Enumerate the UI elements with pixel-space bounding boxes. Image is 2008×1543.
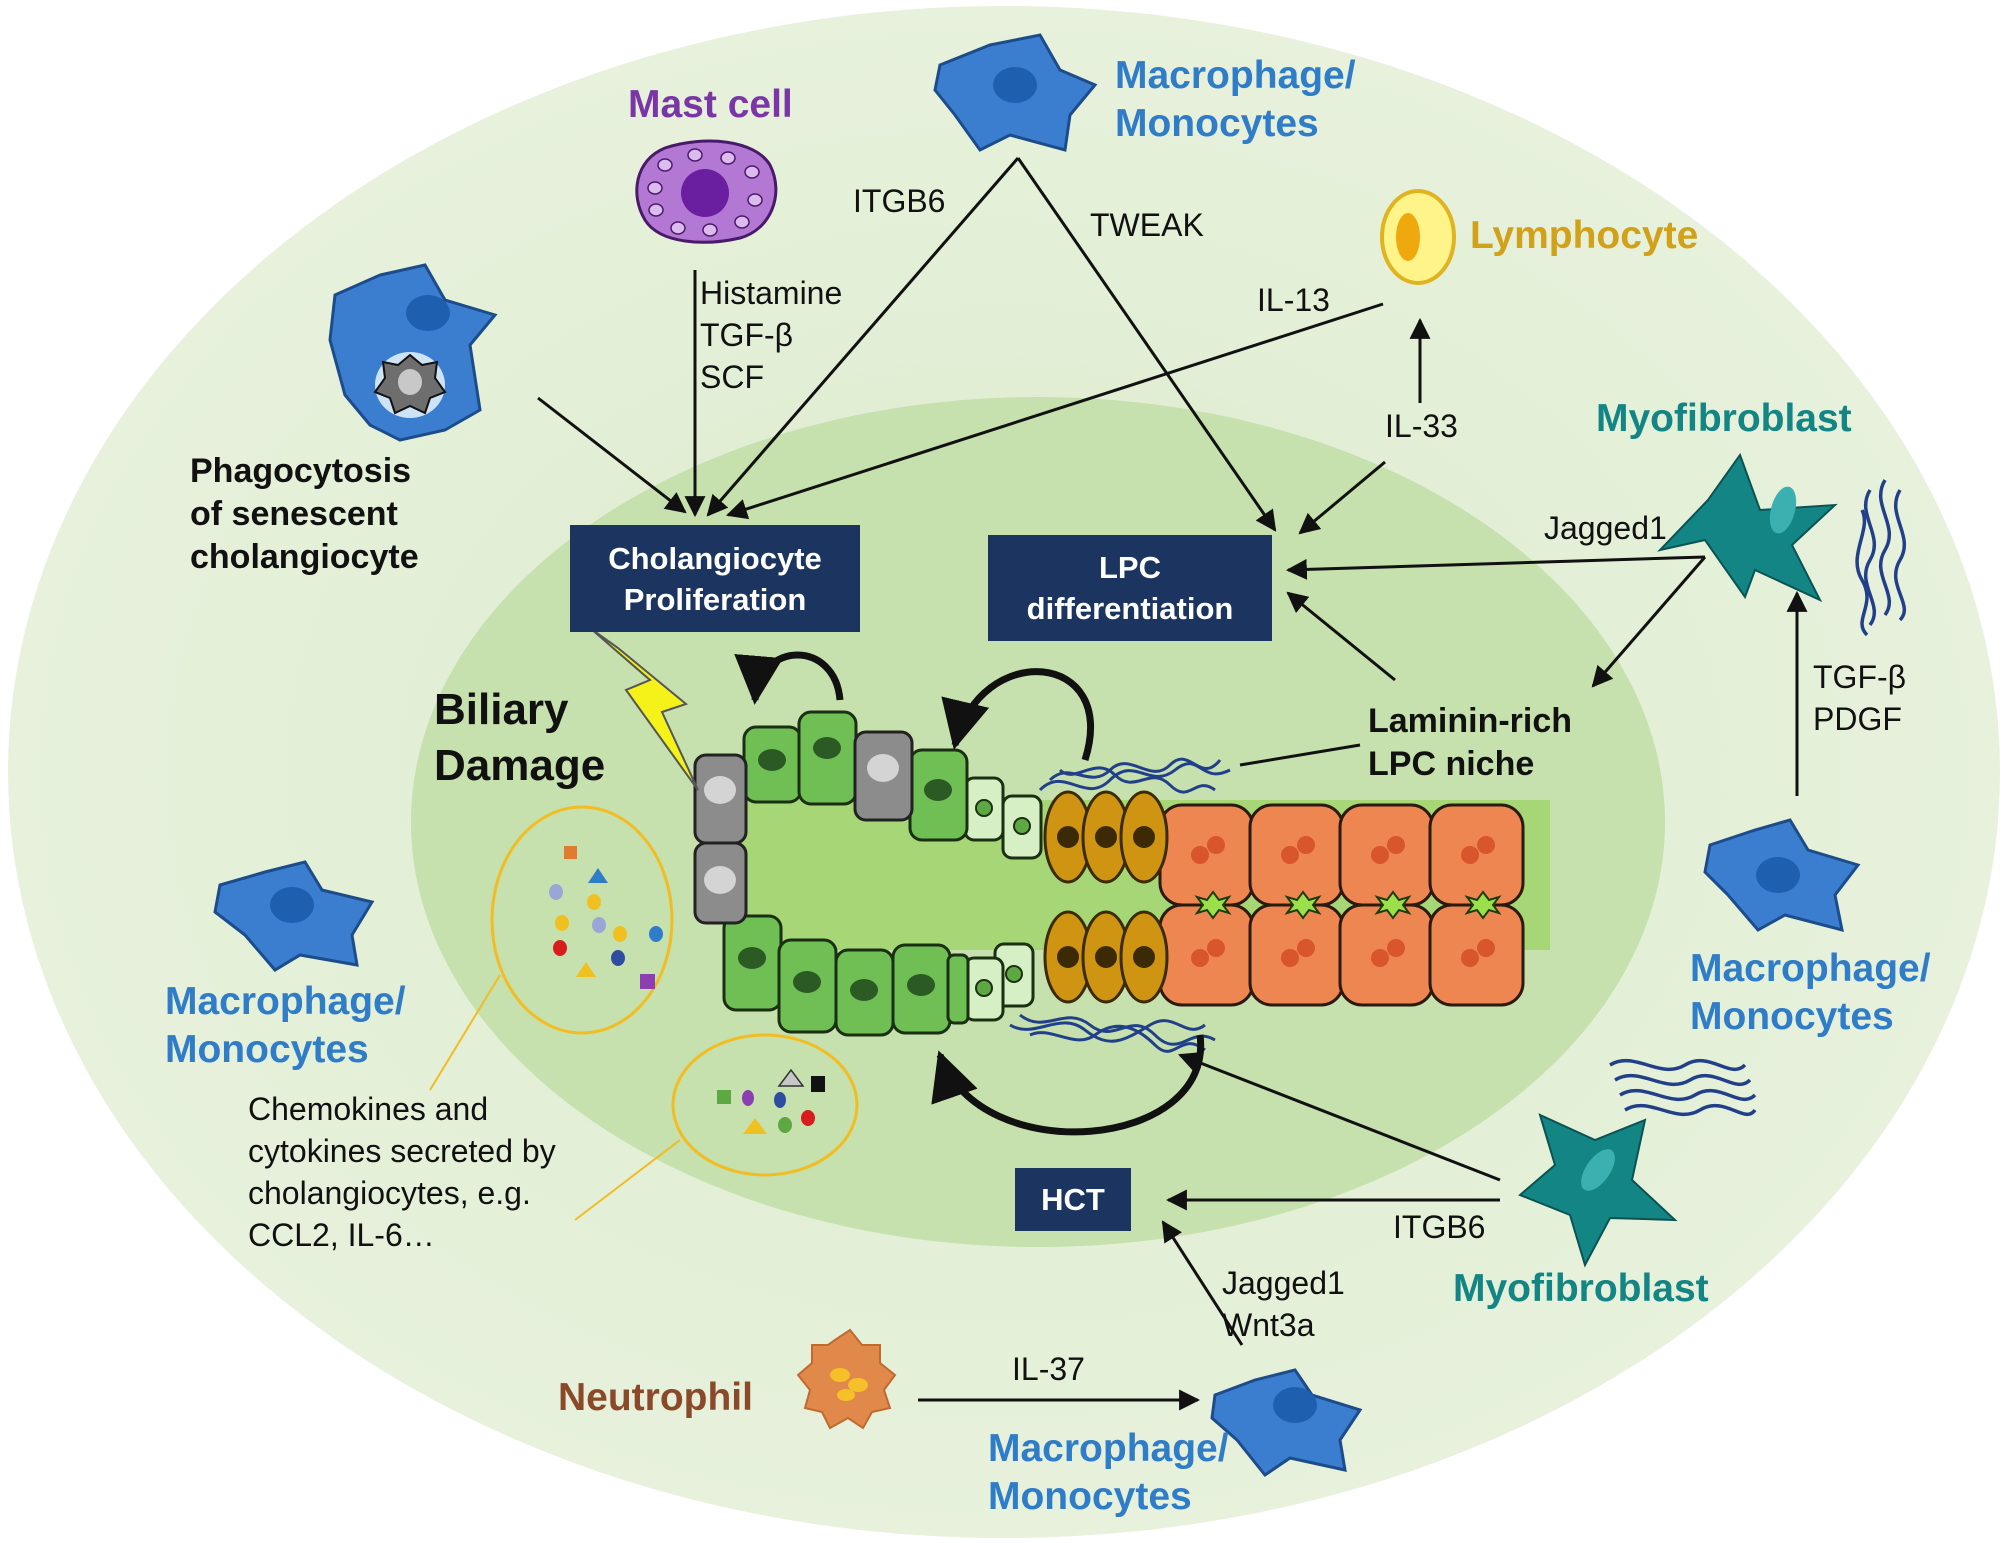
il33-label: IL-33 — [1385, 408, 1458, 444]
label-line: Macrophage/ — [165, 980, 406, 1023]
macrophage-right-label: Macrophage/ Monocytes — [1690, 945, 1931, 1041]
il37-label: IL-37 — [1012, 1351, 1085, 1387]
phagocytosis-label: Phagocytosis of senescent cholangiocyte — [190, 450, 419, 579]
itgb6-bottom-label: ITGB6 — [1393, 1209, 1486, 1245]
label-line: TGF-β — [700, 317, 794, 353]
label-line: LPC niche — [1368, 745, 1535, 783]
chemokine-leader-1 — [429, 974, 501, 1091]
label-line: Monocytes — [165, 1028, 369, 1071]
arrow-phagocytosis-to-proliferation — [537, 396, 687, 514]
hct-box: HCT — [1015, 1168, 1131, 1231]
myofibroblast-fibers-bottom — [1609, 1058, 1757, 1117]
macrophage-left-label: Macrophage/ Monocytes — [165, 978, 406, 1074]
label-line: CCL2, IL-6… — [248, 1217, 435, 1253]
label-line: Laminin-rich — [1368, 702, 1573, 740]
myofibroblast-fibers-top — [1855, 479, 1907, 637]
myofibroblast-bottom-label: Myofibroblast — [1453, 1267, 1709, 1310]
box-line: LPC — [1098, 550, 1161, 585]
arrow-itgb6-to-proliferation — [706, 157, 1020, 517]
il13-label: IL-13 — [1257, 282, 1330, 318]
label-line: Monocytes — [988, 1475, 1192, 1518]
tweak-label: TWEAK — [1090, 207, 1204, 243]
biliary-damage-bolt-icon — [589, 627, 699, 791]
label-line: cholangiocytes, e.g. — [248, 1175, 531, 1211]
label-line: Monocytes — [1115, 102, 1319, 145]
label-line: Phagocytosis — [190, 452, 412, 490]
lymphocyte-label: Lymphocyte — [1470, 214, 1699, 257]
hct-loop-arrow — [931, 1034, 1205, 1136]
label-line: Chemokines and — [248, 1091, 489, 1127]
arrow-myofibroblast-to-lpc — [1285, 555, 1706, 580]
small-cholangiocyte-nuclei — [975, 799, 1031, 997]
myofibroblast-top-label: Myofibroblast — [1596, 397, 1852, 440]
proliferation-loop-arrow-2 — [941, 668, 1095, 762]
mast-cell-icon — [635, 139, 778, 244]
box-line: Cholangiocyte — [608, 540, 822, 576]
label-line: Macrophage/ — [1115, 54, 1356, 97]
arrow-il13-to-proliferation — [726, 302, 1384, 520]
chemokine-circle-small — [671, 1033, 859, 1177]
neutrophil-icon — [796, 1328, 897, 1430]
proliferation-loop-arrow-1 — [734, 651, 844, 705]
label-line: Macrophage/ — [988, 1427, 1229, 1470]
macrophage-top-label: Macrophage/ Monocytes — [1115, 52, 1356, 148]
itgb6-top-label: ITGB6 — [853, 183, 946, 219]
macrophage-bottom-icon — [1210, 1368, 1363, 1478]
mast-cell-label: Mast cell — [628, 83, 793, 126]
arrow-tweak-to-lpc — [1016, 157, 1277, 532]
arrow-niche-to-lpc — [1286, 591, 1396, 682]
lpc-differentiation-box: LPC differentiation — [988, 535, 1272, 641]
label-line: TGF-β — [1813, 659, 1907, 695]
myofibroblast-top-icon — [1656, 452, 1838, 603]
laminin-matrix — [1009, 757, 1231, 1053]
myofibroblast-bottom-icon — [1518, 1113, 1678, 1268]
phagocytosing-macrophage-icon — [328, 263, 498, 442]
label-line: Jagged1 — [1222, 1265, 1345, 1301]
neutrophil-label: Neutrophil — [558, 1376, 753, 1419]
canaliculus-stars — [1194, 890, 1502, 920]
senescent-nuclei — [704, 754, 899, 894]
macrophage-right-icon — [1703, 818, 1861, 933]
hepatocyte-nuclei — [1191, 836, 1495, 967]
chemokine-circle-large — [490, 805, 674, 1035]
arrow-myofibroblast-to-duct — [1178, 1052, 1501, 1182]
label-line: PDGF — [1813, 701, 1902, 737]
label-line: cytokines secreted by — [248, 1133, 556, 1169]
label-line: cholangiocyte — [190, 538, 419, 576]
box-line: HCT — [1041, 1182, 1105, 1217]
arrow-macrophage-to-hct — [1161, 1220, 1244, 1346]
label-line: Biliary — [434, 685, 569, 734]
chemokine-leader-2 — [574, 1139, 681, 1221]
jagged1-wnt3a-label: Jagged1 Wnt3a — [1222, 1262, 1345, 1346]
macrophage-bottom-label: Macrophage/ Monocytes — [988, 1425, 1229, 1521]
lymphocyte-icon — [1380, 189, 1456, 285]
cholangiocyte-nuclei — [738, 737, 952, 1001]
label-line: Monocytes — [1690, 995, 1894, 1038]
macrophage-top-icon — [933, 33, 1098, 152]
jagged1-top-label: Jagged1 — [1544, 510, 1667, 546]
label-line: of senescent — [190, 495, 398, 533]
label-line: Damage — [434, 741, 606, 790]
laminin-niche-label: Laminin-rich LPC niche — [1368, 700, 1572, 786]
biliary-damage-label: Biliary Damage — [434, 682, 605, 794]
macrophage-left-icon — [213, 860, 375, 972]
mast-factors-label: Histamine TGF-β SCF — [700, 272, 842, 398]
tgfb-pdgf-label: TGF-β PDGF — [1813, 656, 1906, 740]
chemokines-label: Chemokines and cytokines secreted by cho… — [248, 1088, 556, 1256]
niche-pointer-line — [1239, 743, 1361, 767]
label-line: Histamine — [700, 275, 843, 311]
label-line: SCF — [700, 359, 764, 395]
box-line: differentiation — [1026, 591, 1234, 626]
signal-arrows — [537, 157, 1808, 1411]
cholangiocyte-proliferation-box: Cholangiocyte Proliferation — [570, 525, 860, 632]
lpc-nuclei — [1057, 826, 1155, 968]
arrow-il33-to-lpc — [1298, 460, 1386, 535]
label-line: Macrophage/ — [1690, 947, 1931, 990]
arrow-myofibroblast-to-niche — [1591, 556, 1707, 688]
box-line: Proliferation — [623, 581, 807, 617]
label-line: Wnt3a — [1222, 1307, 1315, 1343]
